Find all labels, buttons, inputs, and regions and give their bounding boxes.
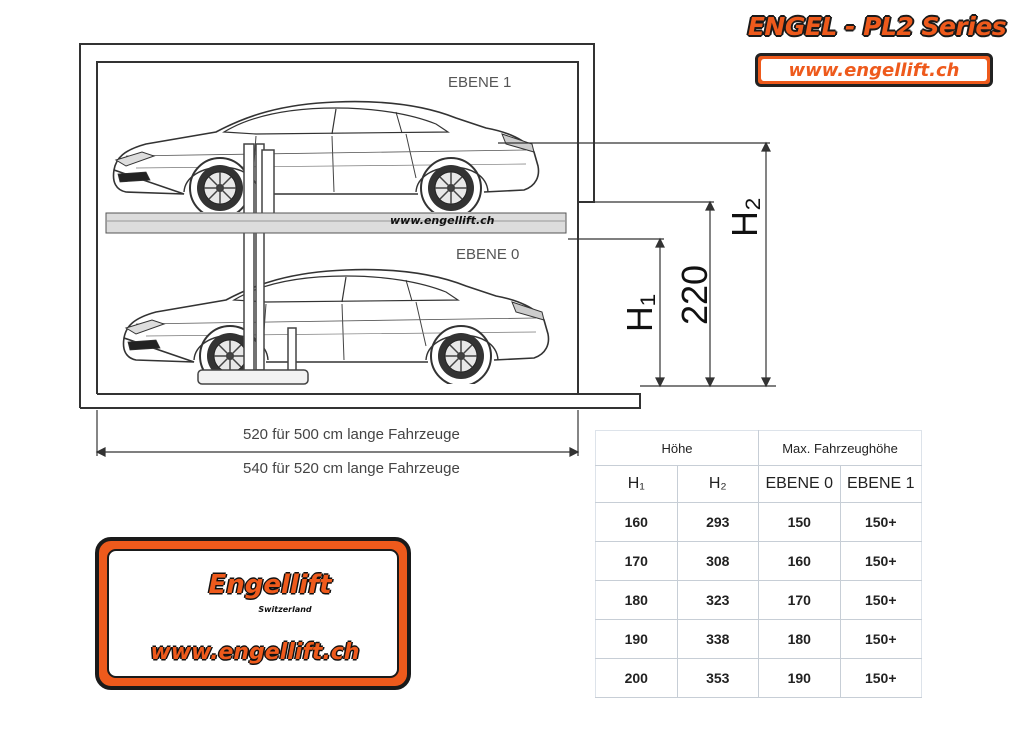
cell-ebene-0: 150 (758, 502, 841, 542)
cell-h2: 323 (677, 580, 759, 620)
table-row: 190 338 180 150+ (595, 619, 922, 659)
upper-platform (105, 212, 567, 234)
cell-ebene-1: 150+ (840, 580, 922, 620)
width-label-1: 520 für 500 cm lange Fahrzeuge (243, 426, 460, 443)
logo-brand: Engellift (208, 570, 332, 600)
cell-h2: 293 (677, 502, 759, 542)
group-max-header: Max. Fahrzeughöhe (758, 430, 922, 466)
cell-ebene-1: 150+ (840, 619, 922, 659)
col-ebene-0: EBENE 0 (758, 465, 841, 503)
logo-country: Switzerland (258, 605, 312, 614)
cell-h2: 353 (677, 658, 759, 698)
header-url-box[interactable]: www.engellift.ch (755, 53, 993, 87)
cell-h1: 190 (595, 619, 678, 659)
level-0-label: EBENE 0 (456, 246, 520, 263)
cell-h2: 308 (677, 541, 759, 581)
cell-ebene-0: 190 (758, 658, 841, 698)
cell-h1: 160 (595, 502, 678, 542)
car-level-1 (112, 100, 540, 212)
dimension-h2 (498, 141, 776, 388)
cell-ebene-1: 150+ (840, 502, 922, 542)
platform-watermark: www.engellift.ch (390, 214, 495, 227)
lift-post (197, 143, 309, 385)
col-ebene-1: EBENE 1 (840, 465, 922, 503)
width-label-2: 540 für 520 cm lange Fahrzeuge (243, 460, 460, 477)
cell-ebene-1: 150+ (840, 541, 922, 581)
logo-frame (95, 537, 411, 690)
table-row: 200 353 190 150+ (595, 658, 922, 698)
cell-h2: 338 (677, 619, 759, 659)
spec-table: Höhe Max. Fahrzeughöhe H₁ H₂ EBENE 0 EBE… (595, 430, 922, 698)
series-title: ENGEL - PL2 Series (747, 12, 1007, 41)
h2-label: H₂ (724, 197, 765, 237)
dim-220-label: 220 (674, 264, 715, 326)
dimension-width (95, 410, 580, 457)
logo-url[interactable]: www.engellift.ch (150, 640, 360, 665)
dimension-h1 (568, 237, 665, 388)
table-row: 180 323 170 150+ (595, 580, 922, 620)
cell-ebene-0: 160 (758, 541, 841, 581)
cell-ebene-0: 170 (758, 580, 841, 620)
group-height-header: Höhe (595, 430, 759, 466)
cell-ebene-0: 180 (758, 619, 841, 659)
pit-outline (79, 43, 641, 409)
h1-label: H₁ (619, 293, 660, 333)
car-level-0 (122, 268, 550, 384)
header-url[interactable]: www.engellift.ch (788, 59, 960, 81)
cell-h1: 170 (595, 541, 678, 581)
cell-ebene-1: 150+ (840, 658, 922, 698)
table-row: 170 308 160 150+ (595, 541, 922, 581)
dimension-220 (594, 200, 715, 388)
cell-h1: 200 (595, 658, 678, 698)
table-row: 160 293 150 150+ (595, 502, 922, 542)
col-h2: H₂ (677, 465, 759, 503)
col-h1: H₁ (595, 465, 678, 503)
cell-h1: 180 (595, 580, 678, 620)
level-1-label: EBENE 1 (448, 74, 512, 91)
